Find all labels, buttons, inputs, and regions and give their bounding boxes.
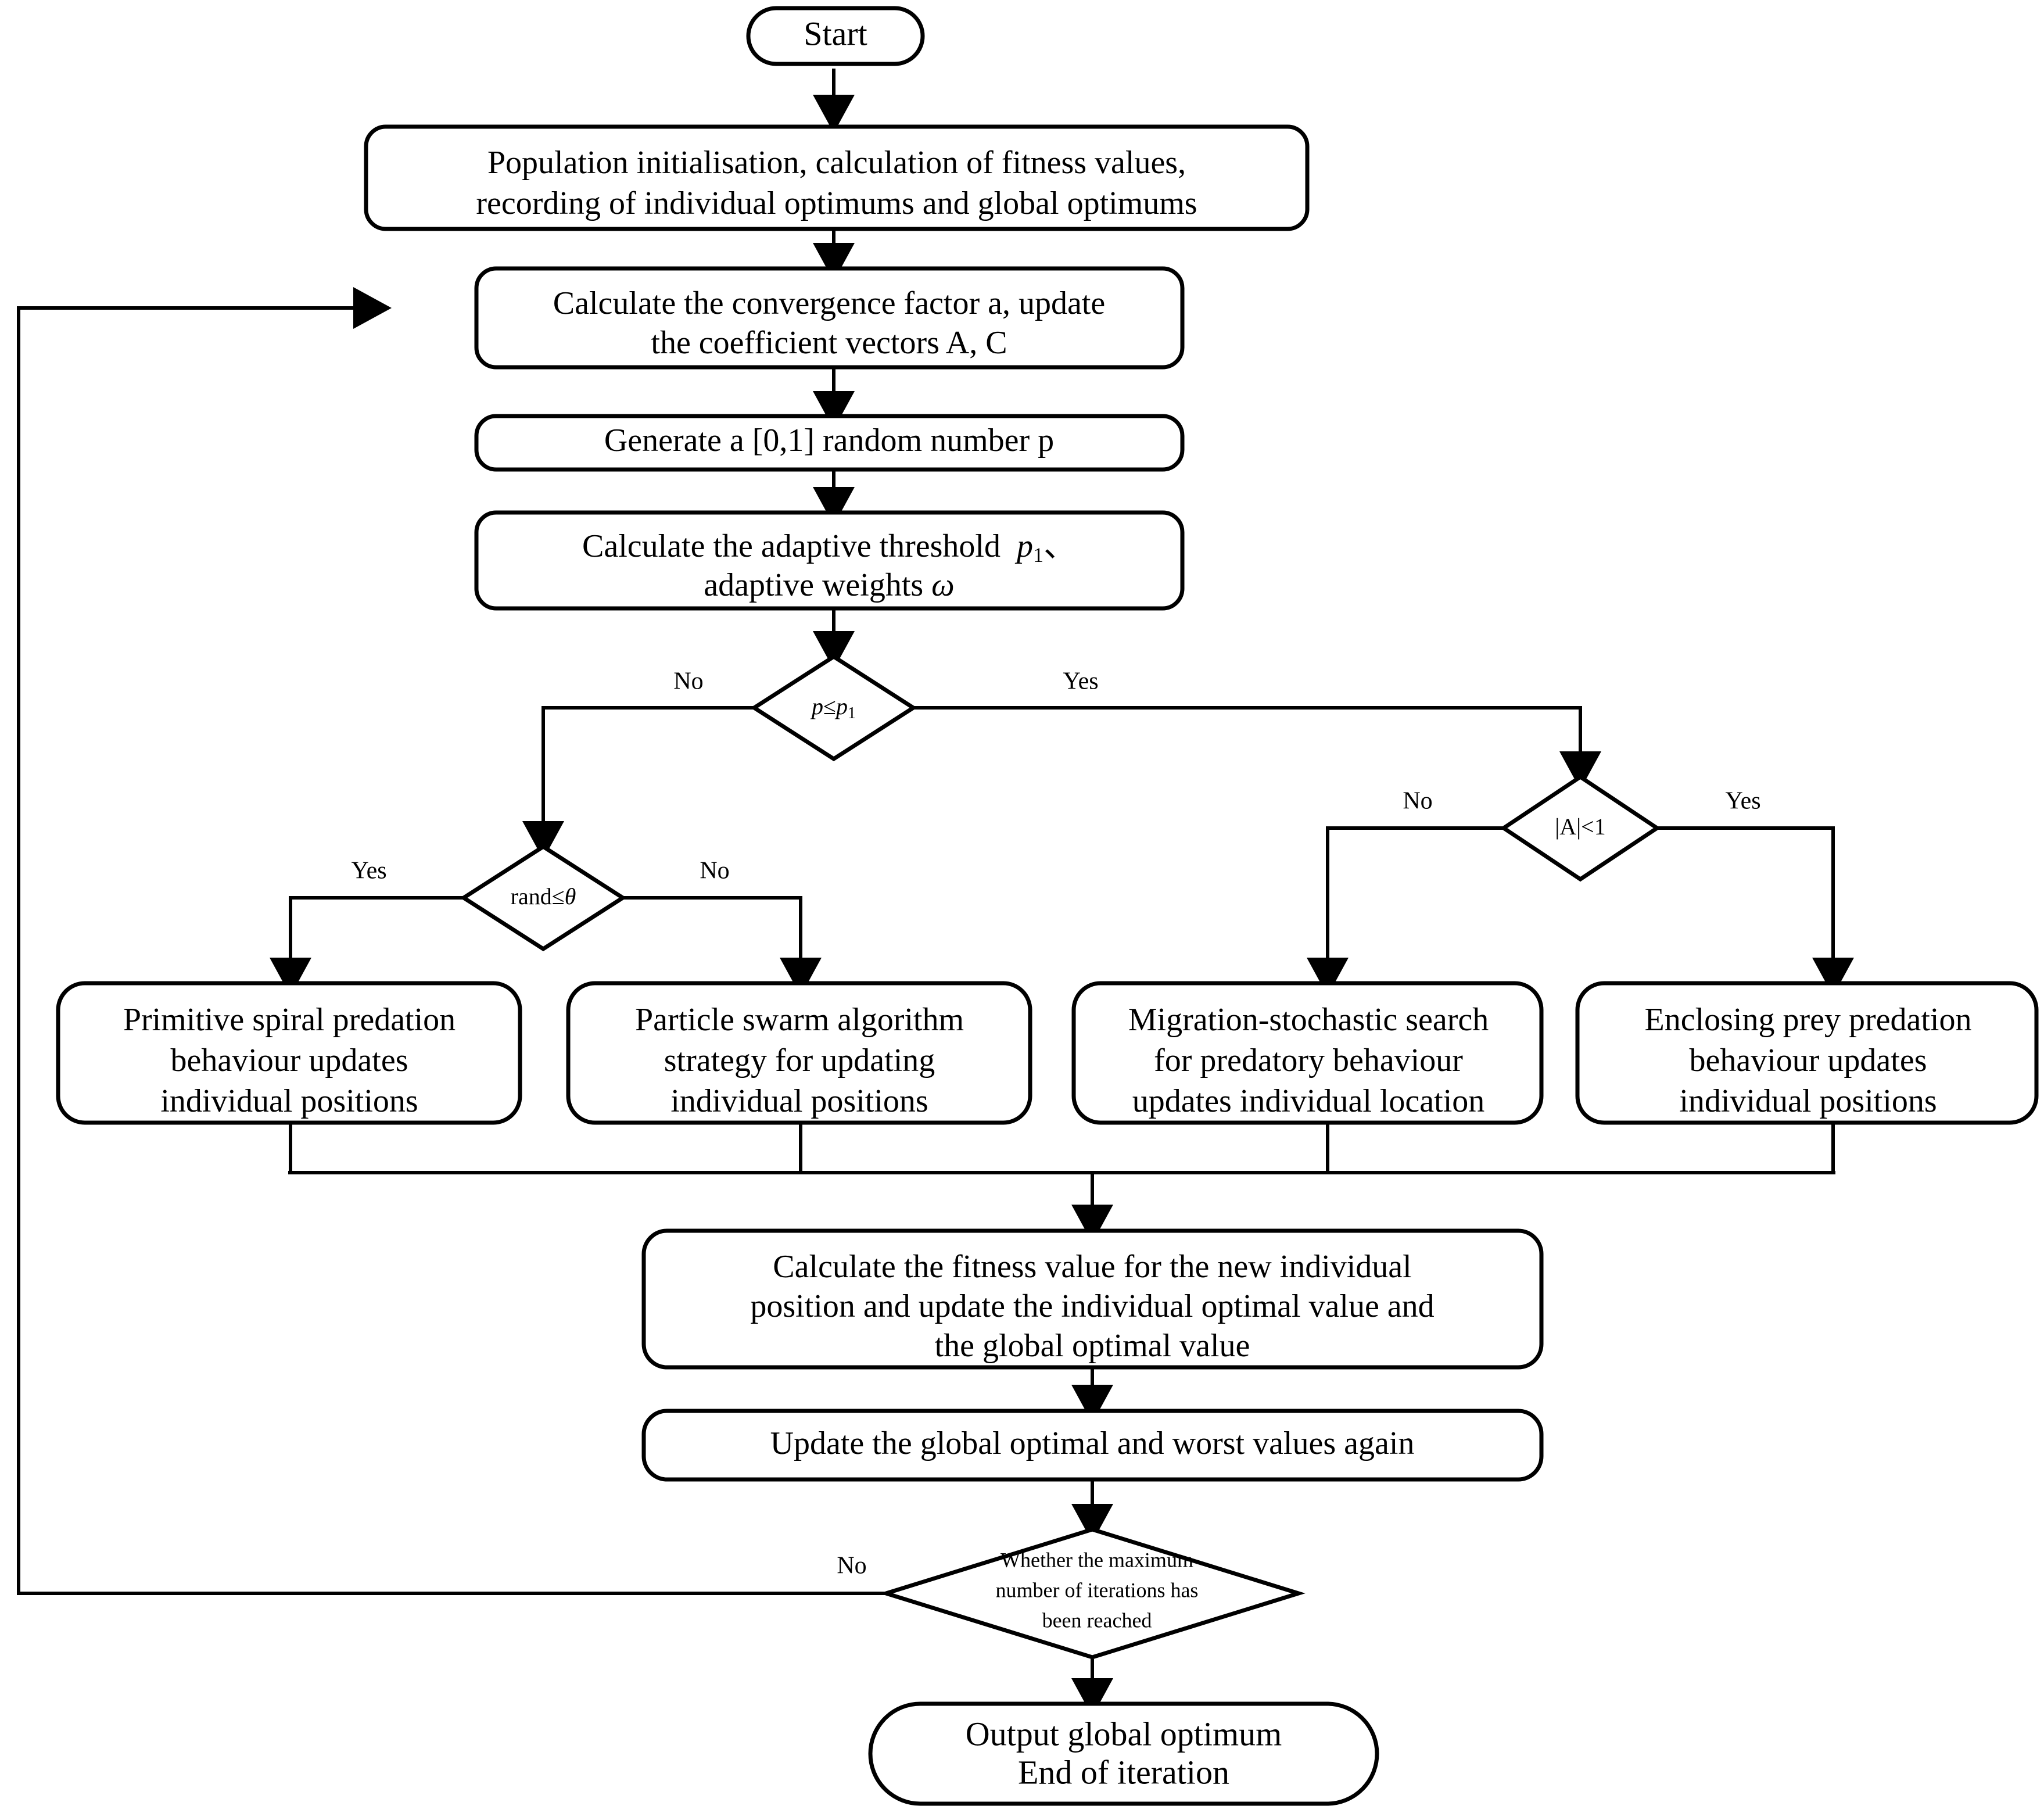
node-convergence-factor[interactable]: Calculate the convergence factor a, upda… [474,266,1185,370]
node-migration-line3: updates individual location [1132,1083,1485,1119]
node-enclosing-prey-predation[interactable]: Enclosing prey predation behaviour updat… [1575,981,2039,1125]
node-spiral-line2: behaviour updates [171,1042,408,1079]
node-adaptive-threshold[interactable]: Calculate the adaptive threshold p1、 ada… [474,510,1185,611]
edge-p-yes-to-decision-a [912,706,1601,790]
edge-iter-no-feedback-loop [17,287,921,1595]
node-fitness-line2: position and update the individual optim… [750,1288,1434,1324]
node-fitness-line1: Calculate the fitness value for the new … [773,1249,1411,1285]
node-end-line1: Output global optimum [966,1715,1282,1753]
decision-a-expr: |A|<1 [1555,814,1605,840]
node-calculate-fitness-value[interactable]: Calculate the fitness value for the new … [641,1228,1544,1370]
node-pso-line3: individual positions [670,1083,928,1119]
node-convergence-line2: the coefficient vectors A, C [651,325,1007,361]
decision-p-expr-a: p [810,693,823,719]
edge-rand-yes-to-spiral [270,896,468,996]
node-convergence-line1: Calculate the convergence factor a, upda… [553,285,1105,321]
node-threshold-omega: ω [931,567,955,603]
edge-a-yes-to-enclosing [1656,826,1854,996]
edge-label-a-no: No [1403,788,1432,815]
node-update-global-values[interactable]: Update the global optimal and worst valu… [641,1409,1544,1482]
svg-text:adaptive weights ω: adaptive weights ω [704,567,954,603]
node-pso-line1: Particle swarm algorithm [635,1002,964,1038]
node-threshold-line1a: Calculate the adaptive threshold [582,528,1001,564]
decision-rand-expr-op: ≤ [552,883,565,909]
edge-a-no-to-migration [1307,826,1505,996]
node-spiral-line3: individual positions [160,1083,418,1119]
node-decision-p-threshold[interactable]: p≤p1 [750,654,917,762]
node-migration-line2: for predatory behaviour [1154,1042,1463,1079]
node-enclosing-line2: behaviour updates [1690,1042,1927,1079]
node-decision-iter-line3: been reached [1042,1608,1152,1632]
edge-label-p-yes: Yes [1063,668,1098,695]
node-primitive-spiral-predation[interactable]: Primitive spiral predation behaviour upd… [56,981,522,1125]
node-decision-max-iterations[interactable]: Whether the maximum number of iterations… [879,1527,1306,1660]
node-start-label: Start [804,15,867,52]
node-start[interactable]: Start [746,6,925,66]
edge-label-rand-yes: Yes [351,858,386,884]
node-generate-random-number[interactable]: Generate a [0,1] random number p [474,414,1185,472]
node-threshold-p-sub: 1 [1033,543,1043,567]
svg-text:p≤p1: p≤p1 [810,693,856,722]
node-migration-stochastic-search[interactable]: Migration-stochastic search for predator… [1071,981,1544,1125]
decision-p-expr-b: p [834,693,848,719]
node-enclosing-line3: individual positions [1679,1083,1937,1119]
node-decision-rand-theta[interactable]: rand≤θ [460,844,627,952]
node-end-output[interactable]: Output global optimum End of iteration [868,1701,1379,1806]
decision-rand-expr-a: rand [511,883,552,909]
node-init-line1: Population initialisation, calculation o… [487,145,1186,181]
decision-p-expr-sub: 1 [848,704,856,722]
node-migration-line1: Migration-stochastic search [1128,1002,1489,1038]
decision-rand-expr-b: θ [565,883,576,909]
node-pso-line2: strategy for updating [664,1042,935,1079]
node-particle-swarm-strategy[interactable]: Particle swarm algorithm strategy for up… [566,981,1032,1125]
node-threshold-pause: 、 [1043,528,1076,564]
edge-label-p-no: No [673,668,703,695]
node-update-global-line1: Update the global optimal and worst valu… [770,1425,1415,1461]
node-init-line2: recording of individual optimums and glo… [476,185,1197,221]
node-threshold-line2a: adaptive weights [704,567,923,603]
node-enclosing-line1: Enclosing prey predation [1645,1002,1972,1038]
edge-label-rand-no: No [700,858,729,884]
edge-rand-no-to-pso [622,896,822,996]
edge-label-a-yes: Yes [1725,788,1760,815]
svg-text:Calculate the adaptive thresho: Calculate the adaptive threshold p1、 [582,528,1076,567]
decision-p-expr-op: ≤ [823,693,836,719]
edge-label-iter-no: No [837,1553,866,1579]
node-end-line2: End of iteration [1018,1753,1229,1791]
node-population-initialisation[interactable]: Population initialisation, calculation o… [364,124,1310,231]
node-spiral-line1: Primitive spiral predation [123,1002,456,1038]
node-random-line1: Generate a [0,1] random number p [604,422,1054,458]
node-decision-coefficient-a[interactable]: |A|<1 [1500,774,1661,882]
edge-p-no-to-rand [522,706,755,859]
node-decision-iter-line1: Whether the maximum [1001,1548,1193,1571]
node-decision-iter-line2: number of iterations has [996,1578,1199,1601]
node-threshold-p: p [1014,528,1033,564]
svg-text:rand≤θ: rand≤θ [511,883,576,909]
node-fitness-line3: the global optimal value [935,1328,1250,1364]
